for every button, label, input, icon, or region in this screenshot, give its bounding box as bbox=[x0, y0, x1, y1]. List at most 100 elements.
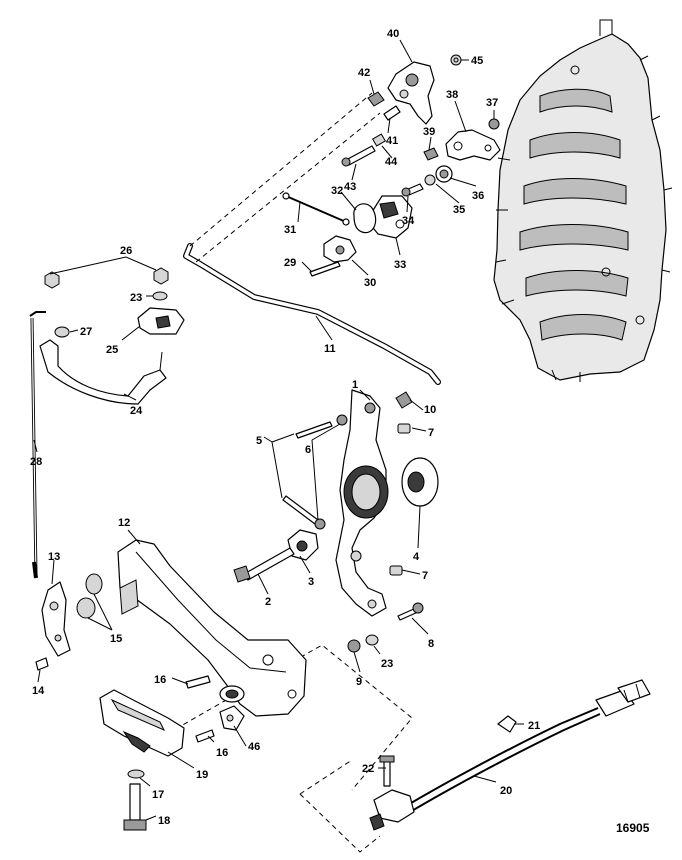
callout-43: 43 bbox=[344, 181, 356, 193]
part-42-fitting bbox=[367, 91, 385, 107]
part-7-spacer-lower bbox=[389, 565, 403, 576]
throttle-position-sensor-group bbox=[282, 54, 501, 277]
callout-25: 25 bbox=[106, 344, 118, 356]
figure-number: 16905 bbox=[616, 821, 650, 835]
callout-29: 29 bbox=[284, 257, 296, 269]
engine-block-illustration bbox=[493, 19, 673, 382]
callout-42: 42 bbox=[358, 67, 370, 79]
callout-20: 20 bbox=[500, 785, 512, 797]
part-9-nut bbox=[347, 639, 361, 653]
throttle-link-rod bbox=[183, 243, 441, 385]
throttle-cam-group bbox=[233, 389, 439, 653]
callout-6: 6 bbox=[305, 444, 311, 456]
callout-16-lower: 16 bbox=[216, 747, 228, 759]
callout-2: 2 bbox=[265, 596, 271, 608]
callout-16-upper: 16 bbox=[154, 674, 166, 686]
callout-44: 44 bbox=[385, 156, 398, 168]
callout-17: 17 bbox=[152, 789, 164, 801]
callout-leader-lines bbox=[33, 39, 524, 821]
part-44-spacer bbox=[371, 133, 387, 147]
part-6-nut-lower bbox=[314, 518, 326, 530]
callout-33: 33 bbox=[394, 259, 406, 271]
callout-41: 41 bbox=[386, 135, 398, 147]
part-31-link bbox=[285, 195, 347, 223]
part-10-fitting bbox=[395, 391, 413, 409]
part-26-nut-left bbox=[44, 271, 60, 289]
callout-24: 24 bbox=[130, 405, 143, 417]
callout-23-upper: 23 bbox=[130, 292, 142, 304]
callout-1: 1 bbox=[352, 379, 358, 391]
callout-23-lower: 23 bbox=[381, 658, 393, 670]
part-16-screw-upper bbox=[185, 675, 211, 689]
part-21-clip bbox=[497, 715, 517, 733]
callout-35: 35 bbox=[453, 204, 465, 216]
callout-31: 31 bbox=[284, 224, 296, 236]
part-41-pin bbox=[383, 105, 401, 121]
part-7-spacer-upper bbox=[397, 423, 411, 434]
part-24-arm bbox=[39, 339, 167, 405]
part-35-washer bbox=[424, 174, 436, 186]
part-20-harness bbox=[405, 707, 599, 807]
callout-3: 3 bbox=[308, 576, 314, 588]
part-22-screw bbox=[383, 759, 391, 787]
callout-9: 9 bbox=[356, 676, 362, 688]
callout-13: 13 bbox=[48, 551, 60, 563]
callout-18: 18 bbox=[158, 815, 170, 827]
part-15-bushing-upper bbox=[85, 573, 103, 595]
callout-37: 37 bbox=[486, 97, 498, 109]
callout-22: 22 bbox=[362, 763, 374, 775]
part-14-screw bbox=[35, 657, 49, 671]
callout-11: 11 bbox=[324, 343, 336, 355]
part-2-bolt bbox=[243, 547, 295, 581]
callout-45: 45 bbox=[471, 55, 483, 67]
callout-32: 32 bbox=[331, 185, 343, 197]
part-27-bushing bbox=[54, 326, 70, 338]
part-6-nut-upper bbox=[336, 414, 348, 426]
part-39-clip bbox=[423, 147, 439, 161]
callout-10: 10 bbox=[424, 404, 436, 416]
callout-30: 30 bbox=[364, 277, 376, 289]
part-12-bracket bbox=[117, 539, 307, 717]
callout-26: 26 bbox=[120, 245, 132, 257]
part-13-bracket bbox=[41, 581, 71, 657]
callout-8: 8 bbox=[428, 638, 434, 650]
part-17-washer bbox=[127, 769, 145, 779]
part-5-screw-upper bbox=[295, 421, 333, 439]
part-16-screw-lower bbox=[195, 729, 215, 743]
part-40-bracket bbox=[387, 61, 435, 125]
part-37-nut bbox=[488, 118, 500, 130]
callout-4: 4 bbox=[413, 551, 420, 563]
callout-38: 38 bbox=[446, 89, 458, 101]
callout-39: 39 bbox=[423, 126, 435, 138]
callout-labels: 40 45 42 38 37 41 39 44 43 36 35 34 32 3… bbox=[30, 28, 650, 835]
callout-21: 21 bbox=[528, 720, 540, 732]
callout-5: 5 bbox=[256, 435, 262, 447]
callout-34: 34 bbox=[402, 215, 415, 227]
part-28-rod bbox=[29, 311, 46, 317]
part-45-nut bbox=[450, 54, 462, 66]
callout-28: 28 bbox=[30, 456, 42, 468]
callout-12: 12 bbox=[118, 517, 130, 529]
mounting-bracket-group bbox=[35, 539, 307, 831]
part-23-washer-lower bbox=[365, 634, 379, 646]
sensor-harness-group bbox=[369, 679, 651, 831]
part-5-screw-lower bbox=[282, 495, 319, 525]
callout-46: 46 bbox=[248, 741, 260, 753]
callout-7-lower: 7 bbox=[422, 570, 428, 582]
callout-27: 27 bbox=[80, 326, 92, 338]
part-29-pin bbox=[309, 261, 341, 277]
callout-19: 19 bbox=[196, 769, 208, 781]
callout-7-upper: 7 bbox=[428, 427, 434, 439]
part-23-washer-upper bbox=[152, 291, 168, 301]
part-18-bolt bbox=[129, 783, 141, 821]
cam-follower-group bbox=[29, 267, 185, 579]
part-32-clamp bbox=[353, 203, 377, 234]
part-38-plate bbox=[445, 129, 501, 161]
callout-36: 36 bbox=[472, 190, 484, 202]
callout-40: 40 bbox=[387, 28, 399, 40]
callout-15: 15 bbox=[110, 633, 122, 645]
part-15-bushing-lower bbox=[76, 597, 96, 619]
part-26-nut-right bbox=[153, 267, 169, 285]
